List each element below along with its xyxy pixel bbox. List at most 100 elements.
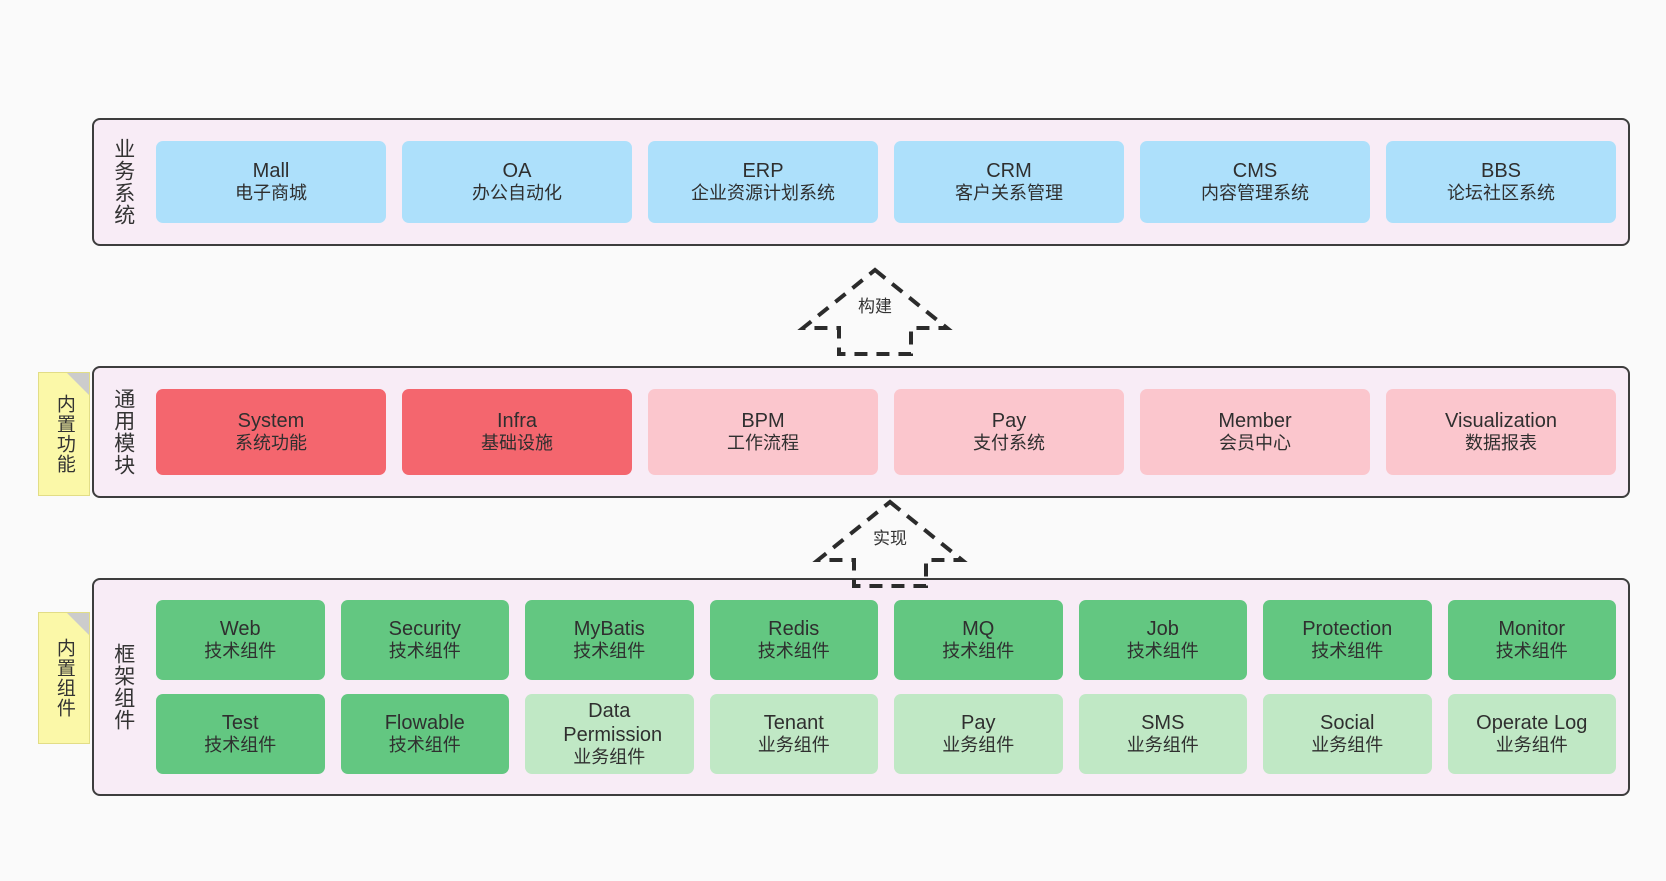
card-operate-log-en: Operate Log — [1476, 711, 1588, 734]
card-mybatis-en: MyBatis — [573, 617, 645, 640]
card-sms[interactable]: SMS 业务组件 — [1078, 694, 1247, 774]
card-monitor-en: Monitor — [1498, 617, 1566, 640]
card-operate-log-cn: 业务组件 — [1495, 735, 1568, 756]
card-job-en: Job — [1146, 617, 1179, 640]
card-cms[interactable]: CMS 内容管理系统 — [1140, 141, 1370, 223]
card-pay-module-cn: 支付系统 — [973, 433, 1045, 454]
card-flowable-en: Flowable — [384, 711, 465, 734]
card-data-permission[interactable]: Data Permission 业务组件 — [525, 694, 694, 774]
arrow-build-shape — [797, 267, 953, 356]
module-card-row: System 系统功能 Infra 基础设施 BPM 工作流程 Pay 支付系统… — [156, 389, 1616, 475]
card-web[interactable]: Web 技术组件 — [156, 600, 325, 680]
card-security[interactable]: Security 技术组件 — [340, 600, 509, 680]
card-protection-cn: 技术组件 — [1311, 641, 1384, 662]
card-web-cn: 技术组件 — [204, 641, 277, 662]
arrow-build: 构建 — [797, 266, 953, 356]
card-mybatis[interactable]: MyBatis 技术组件 — [525, 600, 694, 680]
card-mall-en: Mall — [252, 159, 290, 182]
card-erp-cn: 企业资源计划系统 — [691, 183, 835, 204]
card-tenant-cn: 业务组件 — [757, 735, 830, 756]
card-monitor-cn: 技术组件 — [1495, 641, 1568, 662]
card-pay-component-cn: 业务组件 — [942, 735, 1015, 756]
card-member-cn: 会员中心 — [1219, 433, 1291, 454]
card-flowable[interactable]: Flowable 技术组件 — [340, 694, 509, 774]
layer-general-module: 通用模块 System 系统功能 Infra 基础设施 BPM 工作流程 Pay — [92, 366, 1630, 498]
card-cms-en: CMS — [1232, 159, 1278, 182]
card-security-cn: 技术组件 — [388, 641, 461, 662]
card-bbs-en: BBS — [1480, 159, 1522, 182]
card-test-en: Test — [221, 711, 259, 734]
sticky-fold-corner-icon — [67, 613, 89, 635]
card-redis-cn: 技术组件 — [757, 641, 830, 662]
layer-framework-component-body: Web 技术组件 Security 技术组件 MyBatis 技术组件 Redi… — [140, 590, 1616, 784]
card-mall[interactable]: Mall 电子商城 — [156, 141, 386, 223]
card-mq-cn: 技术组件 — [942, 641, 1015, 662]
card-flowable-cn: 技术组件 — [388, 735, 461, 756]
card-pay-component-en: Pay — [961, 711, 996, 734]
card-crm[interactable]: CRM 客户关系管理 — [894, 141, 1124, 223]
card-protection[interactable]: Protection 技术组件 — [1263, 600, 1432, 680]
card-pay-component[interactable]: Pay 业务组件 — [894, 694, 1063, 774]
card-member[interactable]: Member 会员中心 — [1140, 389, 1370, 475]
card-job-cn: 技术组件 — [1126, 641, 1199, 662]
card-monitor[interactable]: Monitor 技术组件 — [1447, 600, 1616, 680]
card-job[interactable]: Job 技术组件 — [1078, 600, 1247, 680]
card-oa-cn: 办公自动化 — [472, 183, 562, 204]
card-social-en: Social — [1320, 711, 1375, 734]
card-system-en: System — [237, 409, 305, 432]
sticky-note-builtin-component-label: 内置组件 — [53, 638, 75, 718]
card-data-permission-cn: 业务组件 — [573, 747, 646, 768]
card-redis[interactable]: Redis 技术组件 — [709, 600, 878, 680]
card-visualization-en: Visualization — [1445, 409, 1557, 432]
card-infra-en: Infra — [496, 409, 538, 432]
card-mq-en: MQ — [962, 617, 995, 640]
card-oa-en: OA — [502, 159, 532, 182]
card-web-en: Web — [219, 617, 261, 640]
card-operate-log[interactable]: Operate Log 业务组件 — [1447, 694, 1616, 774]
card-mq[interactable]: MQ 技术组件 — [894, 600, 1063, 680]
card-infra-cn: 基础设施 — [481, 433, 553, 454]
card-tenant-en: Tenant — [763, 711, 824, 734]
sticky-fold-corner-icon — [67, 373, 89, 395]
card-social[interactable]: Social 业务组件 — [1263, 694, 1432, 774]
card-social-cn: 业务组件 — [1311, 735, 1384, 756]
card-cms-cn: 内容管理系统 — [1201, 183, 1309, 204]
card-mall-cn: 电子商城 — [235, 183, 307, 204]
card-crm-en: CRM — [986, 159, 1032, 182]
card-test[interactable]: Test 技术组件 — [156, 694, 325, 774]
card-visualization-cn: 数据报表 — [1465, 433, 1537, 454]
card-system[interactable]: System 系统功能 — [156, 389, 386, 475]
card-pay-module-en: Pay — [991, 409, 1027, 432]
sticky-note-builtin-function: 内置功能 — [38, 372, 90, 496]
card-bpm-en: BPM — [741, 409, 785, 432]
card-protection-en: Protection — [1302, 617, 1393, 640]
card-bbs[interactable]: BBS 论坛社区系统 — [1386, 141, 1616, 223]
card-security-en: Security — [388, 617, 461, 640]
card-system-cn: 系统功能 — [235, 433, 307, 454]
layer-business-system: 业务系统 Mall 电子商城 OA 办公自动化 ERP 企业资源计划系统 CRM — [92, 118, 1630, 246]
business-card-row: Mall 电子商城 OA 办公自动化 ERP 企业资源计划系统 CRM 客户关系… — [156, 141, 1616, 223]
card-infra[interactable]: Infra 基础设施 — [402, 389, 632, 475]
layer-general-module-title: 通用模块 — [111, 388, 135, 476]
arrow-implement-label: 实现 — [871, 524, 909, 549]
card-redis-en: Redis — [768, 617, 820, 640]
card-pay-module[interactable]: Pay 支付系统 — [894, 389, 1124, 475]
framework-business-row: Test 技术组件 Flowable 技术组件 Data Permission … — [156, 694, 1616, 774]
layer-business-system-body: Mall 电子商城 OA 办公自动化 ERP 企业资源计划系统 CRM 客户关系… — [140, 130, 1616, 234]
arrow-implement: 实现 — [812, 498, 968, 588]
card-visualization[interactable]: Visualization 数据报表 — [1386, 389, 1616, 475]
sticky-note-builtin-function-label: 内置功能 — [53, 394, 75, 474]
arrow-build-label: 构建 — [856, 292, 894, 317]
card-sms-cn: 业务组件 — [1126, 735, 1199, 756]
sticky-note-builtin-component: 内置组件 — [38, 612, 90, 744]
card-data-permission-en: Data Permission — [563, 699, 663, 747]
card-erp-en: ERP — [742, 159, 784, 182]
card-oa[interactable]: OA 办公自动化 — [402, 141, 632, 223]
card-tenant[interactable]: Tenant 业务组件 — [709, 694, 878, 774]
card-bpm[interactable]: BPM 工作流程 — [648, 389, 878, 475]
layer-general-module-body: System 系统功能 Infra 基础设施 BPM 工作流程 Pay 支付系统… — [140, 378, 1616, 486]
layer-framework-component-title: 框架组件 — [111, 643, 135, 731]
layer-business-system-title: 业务系统 — [111, 138, 135, 226]
card-erp[interactable]: ERP 企业资源计划系统 — [648, 141, 878, 223]
